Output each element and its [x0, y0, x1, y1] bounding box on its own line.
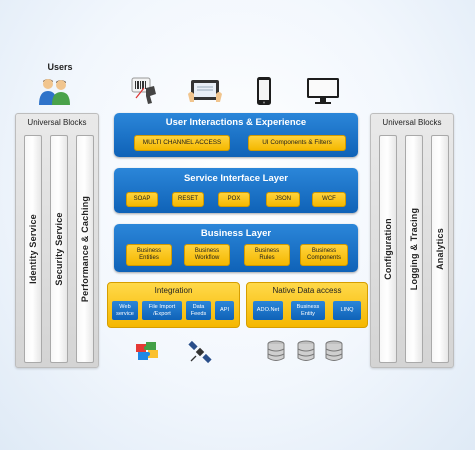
chip-multi-channel-access: MULTI CHANNEL ACCESS [134, 135, 230, 151]
chip-file-import-export: File Import /Export [142, 301, 182, 320]
chip-soap: SOAP [126, 192, 158, 207]
chip-pox: POX [218, 192, 250, 207]
chip-json: JSON [266, 192, 300, 207]
ui-layer-title: User Interactions & Experience [165, 117, 307, 128]
database-icon [325, 340, 343, 361]
native-data-title: Native Data access [272, 286, 342, 295]
chip-web-service: Web service [112, 301, 138, 320]
database-icon [267, 340, 285, 361]
service-interface-layer: Service Interface Layer SOAP RESET POX J… [114, 168, 358, 213]
pillar-label: Logging & Tracing [409, 207, 419, 291]
chip-ui-components-filters: UI Components & Filters [248, 135, 346, 151]
integration-box: Integration Web service File Import /Exp… [107, 282, 240, 328]
chip-reset: RESET [172, 192, 204, 207]
integration-title: Integration [154, 286, 193, 295]
pillar-analytics: Analytics [431, 135, 449, 363]
tablet-icon [188, 80, 222, 102]
pillar-label: Identity Service [28, 214, 38, 284]
chip-business-rules: Business Rules [244, 244, 290, 266]
puzzle-icon [136, 342, 158, 360]
pillar-logging-tracing: Logging & Tracing [405, 135, 423, 363]
ui-layer: User Interactions & Experience MULTI CHA… [114, 113, 358, 157]
pillar-label: Performance & Caching [80, 195, 90, 303]
pillar-configuration: Configuration [379, 135, 397, 363]
pillar-label: Configuration [383, 218, 393, 280]
service-layer-title: Service Interface Layer [183, 173, 289, 184]
chip-data-feeds: Data Feeds [186, 301, 211, 320]
pillar-performance-caching: Performance & Caching [76, 135, 94, 363]
chip-business-entity: Business Entity [291, 301, 325, 320]
chip-wcf: WCF [312, 192, 346, 207]
satellite-icon [188, 340, 212, 364]
chip-api: API [215, 301, 234, 320]
monitor-icon [307, 78, 339, 104]
database-icon [297, 340, 315, 361]
users-label: Users [47, 62, 73, 72]
barcode-scanner-icon [131, 77, 156, 104]
pillar-identity-service: Identity Service [24, 135, 42, 363]
right-universal-blocks-panel: Universal Blocks Configuration Logging &… [370, 113, 454, 368]
chip-ado-net: ADO.Net [253, 301, 283, 320]
users-icon [39, 79, 70, 105]
chip-linq: LINQ [333, 301, 361, 320]
business-layer: Business Layer Business Entities Busines… [114, 224, 358, 272]
pillar-label: Security Service [54, 212, 64, 286]
pillar-label: Analytics [435, 228, 445, 270]
pillar-security-service: Security Service [50, 135, 68, 363]
left-panel-title: Universal Blocks [27, 118, 87, 127]
business-layer-title: Business Layer [200, 228, 272, 239]
left-universal-blocks-panel: Universal Blocks Identity Service Securi… [15, 113, 99, 368]
chip-business-components: Business Components [300, 244, 348, 266]
chip-business-workflow: Business Workflow [184, 244, 230, 266]
right-panel-title: Universal Blocks [382, 118, 442, 127]
smartphone-icon [257, 77, 271, 105]
native-data-access-box: Native Data access ADO.Net Business Enti… [246, 282, 368, 328]
chip-business-entities: Business Entities [126, 244, 172, 266]
